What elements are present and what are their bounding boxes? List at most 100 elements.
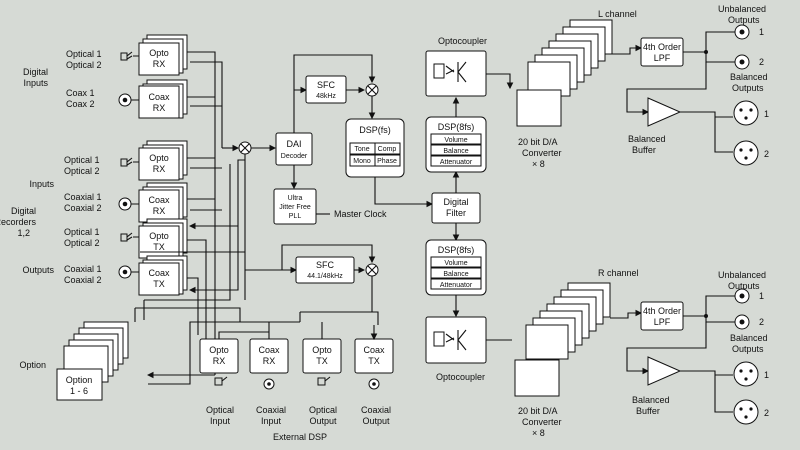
option-card-label-2: 1 - 6 (70, 386, 88, 396)
optocoupler-top-block (425, 50, 487, 97)
optical-connector-icon (120, 51, 133, 61)
dac-l-label-2: Converter (522, 148, 562, 158)
dsp-8fs-top-attenuator: Attenuator (440, 159, 473, 166)
digital-inputs-label-2: Inputs (23, 78, 48, 88)
dsp-fs-cell-comp: Comp (378, 146, 397, 153)
dsp-fs-cell-tone: Tone (354, 146, 369, 153)
r-unbalanced-label-1: Unbalanced (718, 270, 766, 280)
summing-node-icon (238, 141, 252, 155)
l-unbalanced-label-1: Unbalanced (718, 4, 766, 14)
rec-out-coaxial-2-label: Coaxial 2 (64, 275, 102, 285)
pll-block: Ultra Jitter Free PLL (273, 188, 317, 225)
master-clock-label: Master Clock (334, 209, 387, 219)
opto-rx-label-2: RX (153, 59, 166, 69)
r-unbalanced-label-2: Outputs (728, 281, 760, 291)
optical-connector-icon (317, 376, 331, 386)
dsp-8fs-bottom-volume: Volume (444, 260, 467, 267)
r-bal-num-1: 1 (764, 370, 769, 380)
coax-connector-icon (118, 93, 132, 107)
digital-recorders-label-2: Recorders (0, 217, 36, 227)
lpf-l-label-1: 4th Order (643, 42, 681, 52)
rec-out-optical-1-label: Optical 1 (64, 227, 100, 237)
option-label: Option (19, 360, 46, 370)
ext-opto-rx-2: RX (213, 356, 226, 366)
rca-jack-icon (734, 54, 750, 70)
lpf-l-label-2: LPF (654, 53, 671, 63)
ext-label-optical-input-2: Input (210, 416, 231, 426)
coax-connector-icon (118, 197, 132, 211)
rca-jack-icon (734, 24, 750, 40)
l-channel-label: L channel (598, 9, 637, 19)
rec-opto-rx-label-2: RX (153, 164, 166, 174)
inputs-label: Inputs (29, 179, 54, 189)
optical-connector-icon (214, 376, 228, 386)
rec-coax-rx-label-2: RX (153, 206, 166, 216)
rec-coaxial-1-label: Coaxial 1 (64, 192, 102, 202)
l-bal-num-2: 2 (764, 149, 769, 159)
balanced-buffer-l-label-1: Balanced (628, 134, 666, 144)
opto-tx-label-1: Opto (149, 231, 169, 241)
ext-coax-rx-1: Coax (258, 345, 280, 355)
dsp-fs-block: DSP(fs) Tone Comp Mono Phase (345, 118, 405, 178)
balanced-buffer-r-label-2: Buffer (636, 406, 660, 416)
dsp-8fs-bottom-attenuator: Attenuator (440, 282, 473, 289)
ext-label-coaxial-output-2: Output (362, 416, 390, 426)
ext-label-optical-output-2: Output (309, 416, 337, 426)
sfc-44-48khz-block: SFC 44.1/48kHz (295, 256, 355, 284)
pll-label-1: Ultra (288, 195, 303, 202)
l-balanced-label-2: Outputs (732, 83, 764, 93)
dsp-fs-title: DSP(fs) (359, 125, 391, 135)
summing-node-icon (365, 83, 379, 97)
sfc-top-label-1: SFC (317, 80, 336, 90)
l-unbalanced-label-2: Outputs (728, 15, 760, 25)
ext-opto-rx-1: Opto (209, 345, 229, 355)
coax-connector-icon (368, 378, 380, 390)
ext-label-coaxial-input-1: Coaxial (256, 405, 286, 415)
xlr-jack-icon (733, 361, 759, 387)
dsp-8fs-top-balance: Balance (443, 148, 468, 155)
optical-1-label: Optical 1 (66, 49, 102, 59)
rec-opto-rx-label-1: Opto (149, 153, 169, 163)
coax-2-label: Coax 2 (66, 99, 95, 109)
r-unbal-num-2: 2 (759, 317, 764, 327)
coax-rx-label-1: Coax (148, 92, 170, 102)
dac-r-label-3: × 8 (532, 428, 545, 438)
xlr-jack-icon (733, 100, 759, 126)
external-dsp-opto-tx: Opto TX (302, 338, 342, 374)
ext-opto-tx-1: Opto (312, 345, 332, 355)
l-bal-num-1: 1 (764, 109, 769, 119)
xlr-jack-icon (733, 140, 759, 166)
dac-r-label-1: 20 bit D/A (518, 406, 558, 416)
r-bal-num-2: 2 (764, 408, 769, 418)
optical-connector-icon (120, 157, 133, 167)
coax-tx-label-1: Coax (148, 268, 170, 278)
dac-l-label-1: 20 bit D/A (518, 137, 558, 147)
rec-coax-rx-label-1: Coax (148, 195, 170, 205)
l-unbal-num-2: 2 (759, 57, 764, 67)
coax-tx-label-2: TX (153, 279, 165, 289)
opto-tx-label-2: TX (153, 242, 165, 252)
rec-optical-2-label: Optical 2 (64, 166, 100, 176)
coax-rx-label-2: RX (153, 103, 166, 113)
pll-label-3: PLL (289, 213, 302, 220)
opto-rx-block-stack: Opto RX (138, 140, 188, 181)
balanced-buffer-r-icon (647, 356, 682, 386)
ext-label-coaxial-output-1: Coaxial (361, 405, 391, 415)
coax-rx-block-stack: Coax RX (138, 182, 188, 223)
external-dsp-coax-rx: Coax RX (249, 338, 289, 374)
ext-label-optical-output-1: Optical (309, 405, 337, 415)
dsp-fs-cell-phase: Phase (377, 158, 397, 165)
digital-recorders-label-3: 1,2 (17, 228, 30, 238)
optical-2-label: Optical 2 (66, 60, 102, 70)
external-dsp-title: External DSP (273, 432, 327, 442)
balanced-buffer-r-label-1: Balanced (632, 395, 670, 405)
ext-coax-tx-2: TX (368, 356, 380, 366)
sfc-48khz-block: SFC 48kHz (305, 75, 347, 104)
dai-decoder-block: DAI Decoder (275, 132, 313, 166)
rec-coaxial-2-label: Coaxial 2 (64, 203, 102, 213)
option-card-stack: Option 1 - 6 (56, 321, 129, 401)
digital-inputs-label-1: Digital (23, 67, 48, 77)
lpf-block-l: 4th Order LPF (640, 37, 684, 67)
